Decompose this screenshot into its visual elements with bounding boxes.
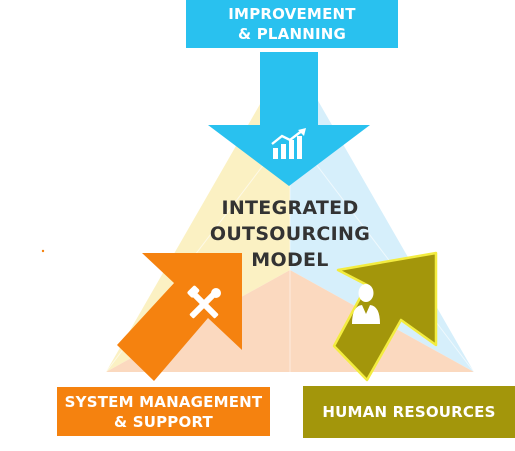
system-management-box: SYSTEM MANAGEMENT & SUPPORT [57, 387, 270, 436]
chart-growth-icon [271, 128, 306, 159]
arrow-improvement [208, 52, 370, 186]
center-title: INTEGRATED OUTSOURCING MODEL [190, 195, 390, 273]
improvement-planning-box: IMPROVEMENT & PLANNING [186, 0, 398, 48]
system-line1: SYSTEM MANAGEMENT [64, 392, 263, 411]
human-resources-box: HUMAN RESOURCES [303, 386, 515, 438]
arrow-system [117, 253, 242, 381]
center-line1: INTEGRATED [221, 197, 359, 219]
decorative-dot [41, 249, 45, 253]
tools-icon [187, 285, 221, 319]
arrow-human-shape [332, 251, 438, 382]
arrow-human [332, 251, 438, 382]
system-line2: & SUPPORT [114, 412, 213, 431]
human-line1: HUMAN RESOURCES [322, 403, 496, 421]
center-line2: OUTSOURCING [209, 223, 371, 245]
improvement-line1: IMPROVEMENT [228, 5, 356, 23]
arrow-improvement-shape [208, 52, 370, 186]
improvement-line2: & PLANNING [237, 25, 347, 43]
person-icon [352, 284, 380, 324]
arrow-system-shape [117, 253, 242, 381]
center-line3: MODEL [251, 249, 329, 271]
